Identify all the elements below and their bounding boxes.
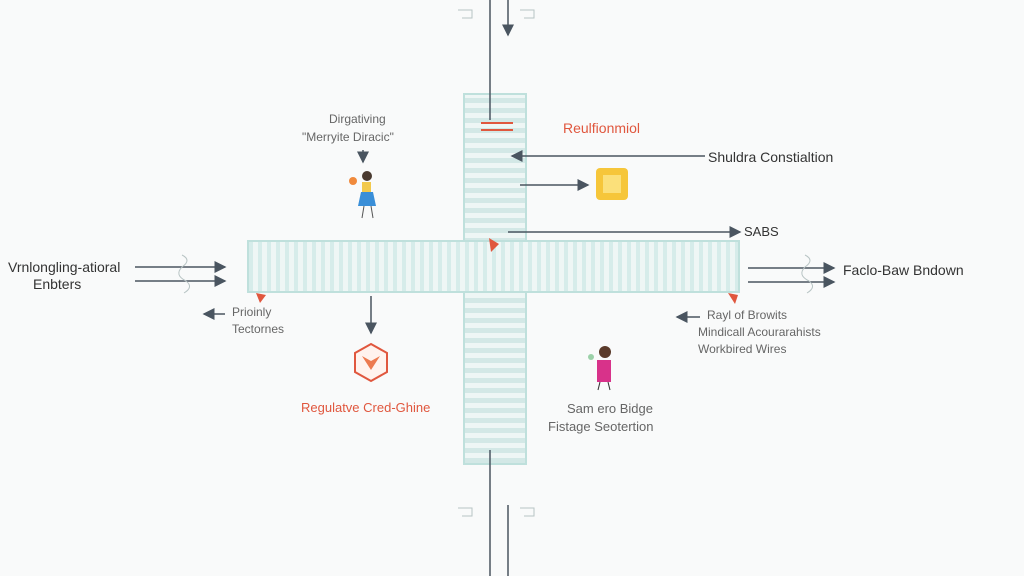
person-pink-icon: [588, 346, 611, 391]
label-priority-2: Tectornes: [232, 322, 285, 336]
label-shuldra: Shuldra Constialtion: [708, 149, 834, 165]
right-list-item: Rayl of Browits: [707, 308, 788, 322]
person-girl-icon: [349, 171, 376, 219]
label-left-2: Enbters: [33, 276, 82, 292]
yellow-chip-icon: [596, 168, 628, 200]
label-left-1: Vrnlongling-atioral: [8, 259, 121, 275]
label-top-left-1: Dirgativing: [329, 112, 386, 126]
label-right: Faclo-Baw Bndown: [843, 262, 964, 278]
label-sabs: SABS: [744, 224, 779, 239]
label-priority-1: Prioinly: [232, 305, 272, 319]
label-top-red: Reulfionmiol: [563, 120, 641, 136]
hexagon-fox-icon: [354, 342, 388, 383]
label-bottom-red: Regulatve Cred-Ghine: [301, 400, 431, 415]
label-bottom-right-1: Sam ero Bidge: [567, 401, 653, 416]
right-list-item: Mindicall Acourarahists: [698, 325, 821, 339]
right-list-item: Workbired Wires: [698, 342, 787, 356]
label-top-left-2: "Merryite Diracic": [302, 130, 394, 144]
label-bottom-right-2: Fistage Seotertion: [548, 419, 654, 434]
